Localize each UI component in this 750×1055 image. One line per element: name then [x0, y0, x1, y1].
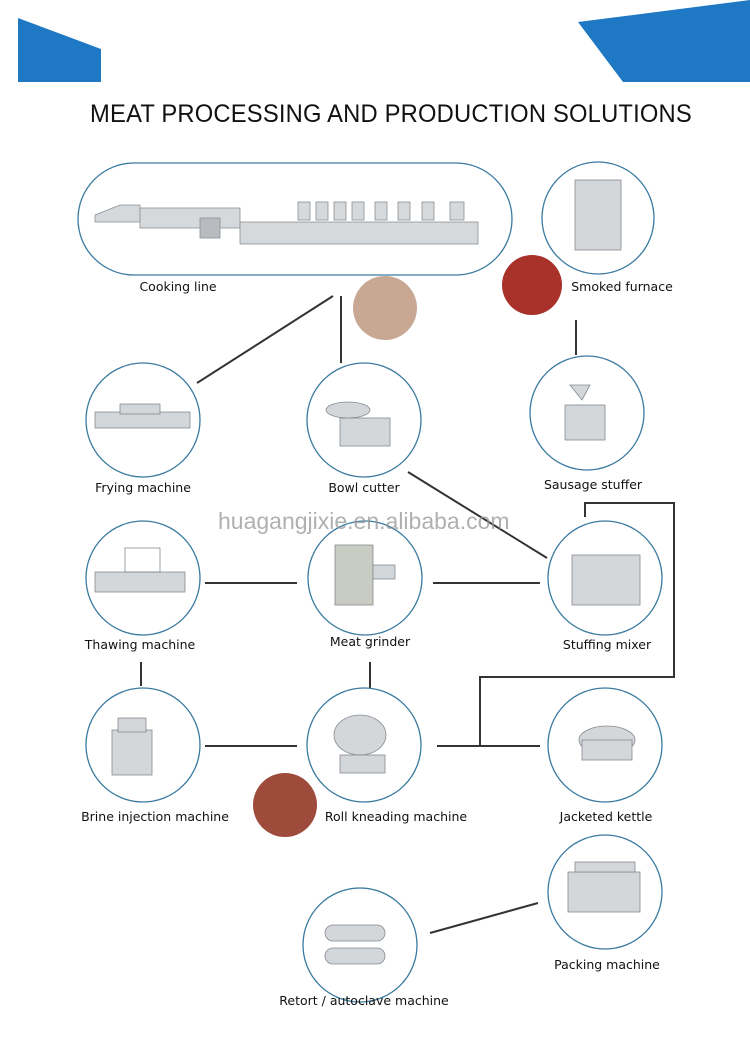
- packing-machine-image: [567, 861, 641, 913]
- sausage-stuffer-image: [564, 384, 606, 441]
- brine-injection-image: [111, 717, 153, 776]
- jacketed-kettle-image: [578, 725, 636, 761]
- stuffing-mixer-image: [571, 554, 641, 606]
- label-packing-machine: Packing machine: [554, 957, 660, 972]
- corner-decoration-left: [18, 18, 101, 82]
- connectors: [140, 295, 675, 934]
- label-cooking-line: Cooking line: [139, 279, 217, 294]
- thawing-machine-image: [94, 547, 186, 593]
- label-stuffing-mixer: Stuffing mixer: [562, 637, 652, 652]
- label-frying-machine: Frying machine: [95, 480, 191, 495]
- meat-grinder-image: [334, 544, 396, 606]
- retort-circle[interactable]: [302, 887, 418, 1003]
- label-thawing-machine: Thawing machine: [84, 637, 196, 652]
- label-retort-autoclave-machine: Retort / autoclave machine: [279, 993, 449, 1008]
- retort-image: [324, 924, 386, 965]
- label-meat-grinder: Meat grinder: [329, 634, 411, 649]
- bowl-cutter-image: [325, 401, 391, 447]
- label-jacketed-kettle: Jacketed kettle: [559, 809, 653, 824]
- meatball-food-image: [353, 276, 417, 340]
- frying-machine-image: [94, 403, 191, 429]
- roll-kneading-image: [333, 714, 387, 774]
- connector-bowlcutter-mixer: [407, 471, 548, 559]
- label-roll-kneading-machine: Roll kneading machine: [324, 809, 468, 824]
- cooking-line-image: [94, 201, 479, 245]
- label-brine-injection-machine: Brine injection machine: [81, 809, 229, 824]
- page-title: MEAT PROCESSING AND PRODUCTION SOLUTIONS: [90, 100, 692, 128]
- connector-retort-packing: [429, 902, 539, 934]
- label-bowl-cutter: Bowl cutter: [328, 480, 400, 495]
- cooking-line-frame[interactable]: [77, 162, 513, 276]
- corner-decoration-right: [578, 0, 750, 82]
- label-smoked-furnace: Smoked furnace: [571, 279, 673, 294]
- sliced-meat-food-image: [253, 773, 317, 837]
- connector-stuffer-bracket: [479, 502, 675, 746]
- connector-cooking-frying: [196, 295, 334, 384]
- sausage-food-image: [502, 255, 562, 315]
- watermark: huagangjixie.en.alibaba.com: [218, 508, 510, 534]
- label-sausage-stuffer: Sausage stuffer: [543, 477, 643, 492]
- smoked-furnace-image: [574, 179, 622, 251]
